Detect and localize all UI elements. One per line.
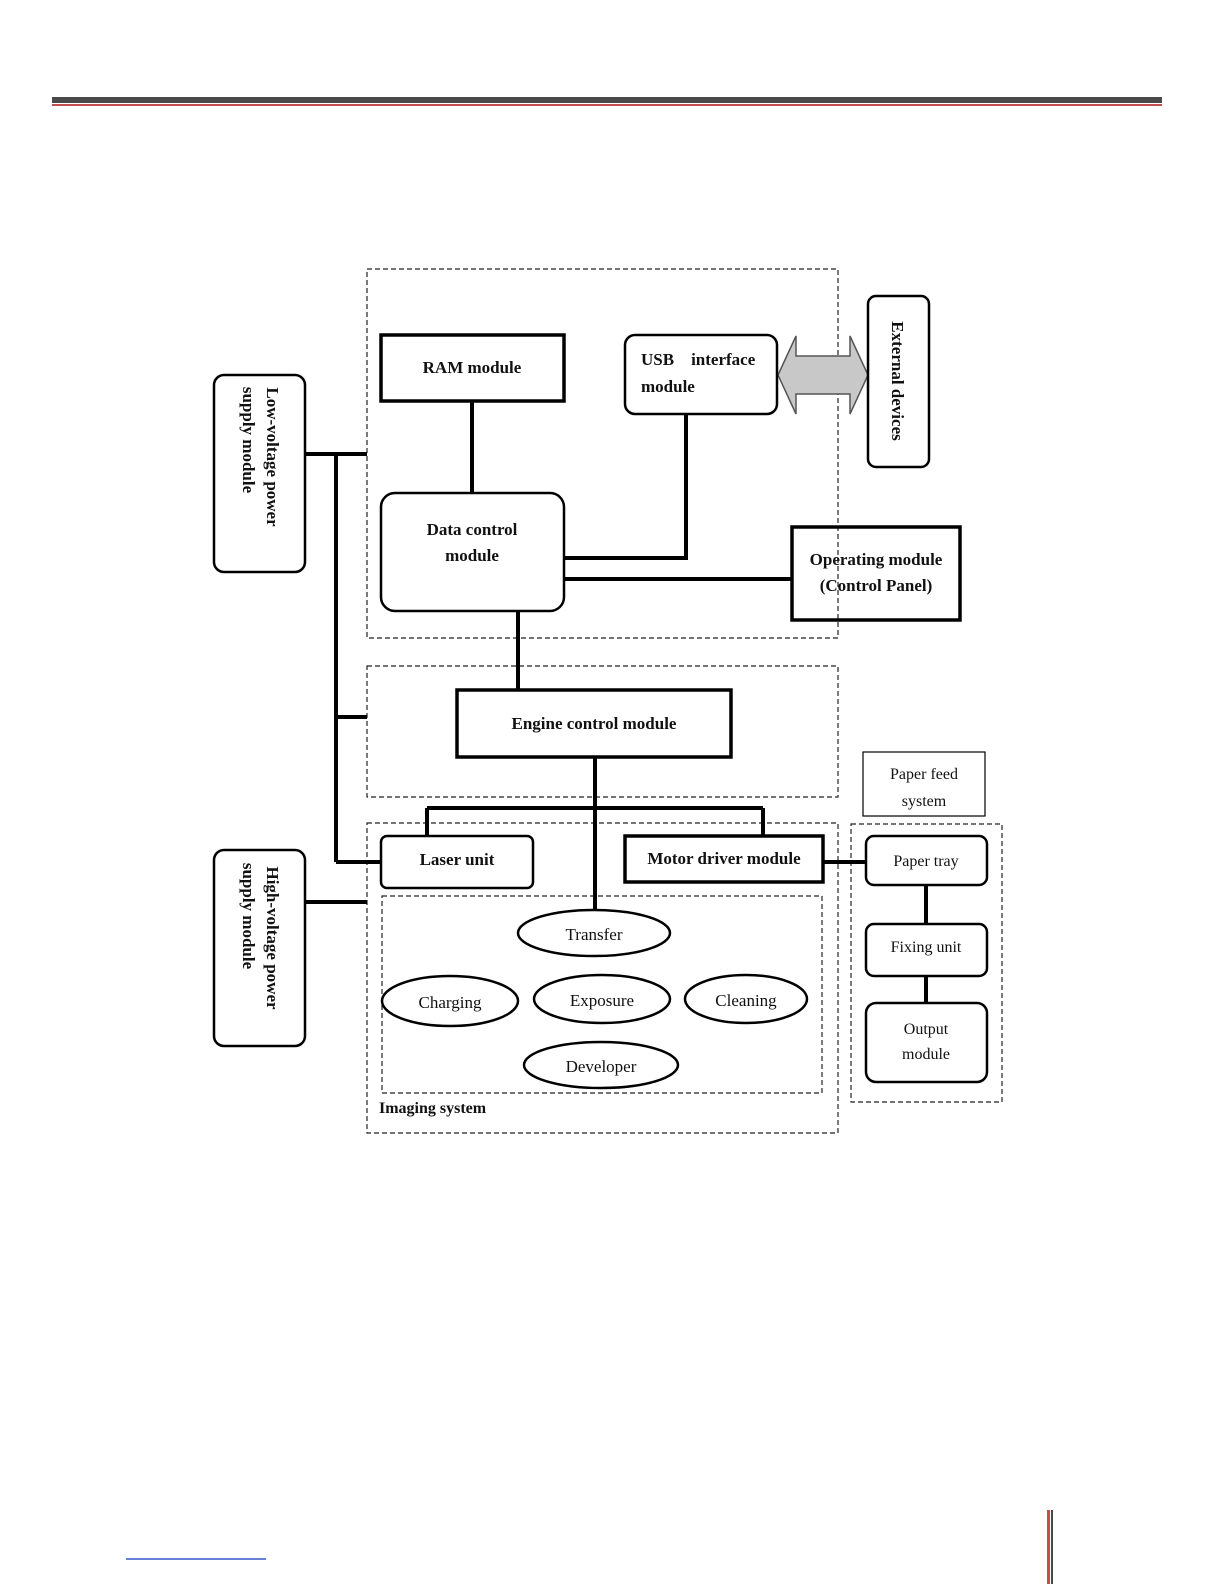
controller-region <box>366 268 839 639</box>
fixing-unit-label: Fixing unit <box>891 939 962 956</box>
motor-driver-label: Motor driver module <box>647 849 801 868</box>
paper-feed-label-line1: Paper feed <box>890 766 958 783</box>
motor-driver-module-box: Motor driver module <box>623 834 825 884</box>
output-label-line1: Output <box>904 1021 949 1038</box>
engine-control-label: Engine control module <box>512 714 677 733</box>
paper-feed-label-line2: system <box>902 793 947 810</box>
engine-region <box>366 665 839 798</box>
external-devices-box: External devices <box>866 294 931 469</box>
operating-label-line2: (Control Panel) <box>820 576 933 595</box>
paper-feed-region <box>850 823 1003 1103</box>
header-rule-accent <box>52 104 1162 106</box>
high-voltage-power-box: High-voltage power supply module <box>212 848 307 1048</box>
header-rule <box>52 97 1162 106</box>
connector-lines <box>305 401 928 1003</box>
transfer-label: Transfer <box>566 925 623 944</box>
high-voltage-label-line2: supply module <box>239 863 258 970</box>
charging-ellipse: Charging <box>380 974 520 1028</box>
output-module-box: Output module <box>864 1001 989 1084</box>
exposure-ellipse: Exposure <box>532 973 672 1025</box>
header-rule-dark <box>52 97 1162 103</box>
paper-feed-system-box: Paper feed system <box>862 751 986 817</box>
charging-label: Charging <box>419 993 482 1012</box>
low-voltage-power-box: Low-voltage power supply module <box>212 373 307 574</box>
operating-label-line1: Operating module <box>810 550 943 569</box>
high-voltage-label-line1: High-voltage power <box>263 866 282 1010</box>
cleaning-label: Cleaning <box>715 991 777 1010</box>
data-control-label-line2: module <box>445 546 499 565</box>
paper-tray-label: Paper tray <box>893 853 958 870</box>
laser-unit-box: Laser unit <box>379 834 535 890</box>
transfer-ellipse: Transfer <box>516 908 672 958</box>
imaging-inner-region <box>381 895 823 1094</box>
data-control-module-box: Data control module <box>379 491 566 613</box>
data-control-label-line1: Data control <box>427 520 518 539</box>
footer-vertical-rule <box>1047 1510 1053 1584</box>
output-label-line2: module <box>902 1046 950 1063</box>
low-voltage-label-line1: Low-voltage power <box>263 387 282 527</box>
exposure-label: Exposure <box>570 991 634 1010</box>
developer-ellipse: Developer <box>522 1040 680 1090</box>
external-devices-label: External devices <box>888 321 907 441</box>
developer-label: Developer <box>566 1057 637 1076</box>
imaging-system-region <box>366 822 839 1134</box>
usb-interface-label-line2: module <box>641 377 695 396</box>
usb-external-double-arrow <box>777 335 869 415</box>
imaging-system-label: Imaging system <box>379 1100 487 1117</box>
cleaning-ellipse: Cleaning <box>683 973 809 1025</box>
fixing-unit-box: Fixing unit <box>864 922 989 978</box>
usb-to-data-line <box>564 414 688 560</box>
ram-module-box: RAM module <box>379 333 566 403</box>
laser-unit-label: Laser unit <box>420 850 495 869</box>
paper-tray-box: Paper tray <box>864 834 989 887</box>
low-voltage-label-line2: supply module <box>239 387 258 494</box>
engine-control-module-box: Engine control module <box>455 688 733 759</box>
usb-interface-module-box: USB interface module <box>623 333 779 416</box>
operating-module-box: Operating module (Control Panel) <box>790 525 962 622</box>
ram-module-label: RAM module <box>423 358 522 377</box>
usb-interface-label-line1: USB interface <box>641 350 756 369</box>
